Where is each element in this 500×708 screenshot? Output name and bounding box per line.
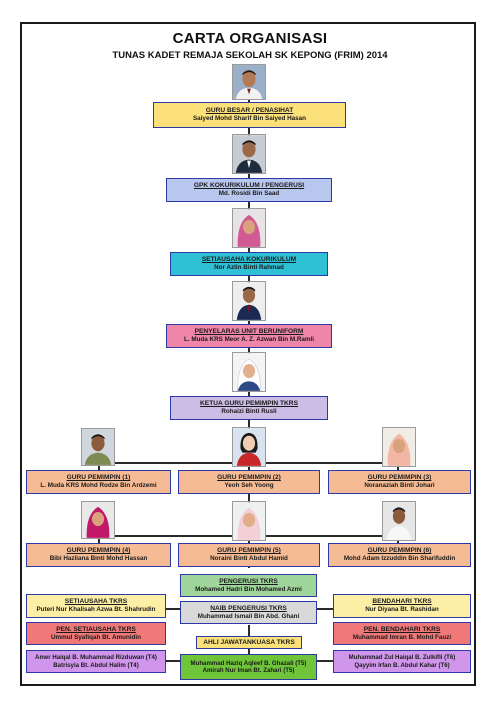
photo-gpk — [232, 134, 266, 174]
photo-gp2 — [232, 427, 266, 467]
photo-gp1 — [81, 428, 115, 466]
name-label: Mohd Adam Izzuddin Bin Sharifuddin — [343, 555, 456, 563]
name-label: Muhammad Ismail Bin Abd. Ghani — [197, 612, 300, 620]
name-label: Noraini Binti Abdul Hamid — [210, 555, 288, 563]
portrait-woman-icon — [233, 353, 265, 391]
connector-naib-bendahari — [317, 608, 333, 610]
role-label: GURU PEMIMPIN (4) — [66, 547, 131, 555]
role-label: PENGERUSI TKRS — [219, 577, 278, 585]
role-label: SETIAUSAHA TKRS — [64, 598, 128, 606]
box-guru-pemimpin-3: GURU PEMIMPIN (3) Noranaziah Binti Johar… — [328, 470, 471, 494]
box-penyelaras: PENYELARAS UNIT BERUNIFORM L. Muda KRS M… — [166, 324, 332, 348]
box-guru-pemimpin-2: GURU PEMIMPIN (2) Yeoh Seh Yoong — [178, 470, 320, 494]
role-label: NAIB PENGERUSI TKRS — [210, 604, 287, 612]
portrait-woman-icon — [82, 502, 114, 538]
role-label: PEN. SETIAUSAHA TKRS — [56, 625, 136, 633]
photo-gp4 — [81, 501, 115, 539]
box-guru-pemimpin-5: GURU PEMIMPIN (5) Noraini Binti Abdul Ha… — [178, 543, 320, 567]
box-pen-setiausaha-tkrs: PEN. SETIAUSAHA TKRS Ummul Syafiqah Bt. … — [26, 622, 166, 645]
connector-ajk-left — [166, 660, 180, 662]
role-label: GURU PEMIMPIN (6) — [367, 547, 432, 555]
member-line: Amirah Nur Iman Bt. Zahari (T5) — [202, 667, 295, 674]
box-setiausaha-tkrs: SETIAUSAHA TKRS Puteri Nur Khalisah Azwa… — [26, 594, 166, 618]
photo-gp6 — [382, 501, 416, 541]
name-label: Ummul Syafiqah Bt. Amunidin — [50, 633, 142, 641]
role-label: GPK KOKURIKULUM / PENGERUSI — [193, 182, 305, 190]
portrait-man-icon — [383, 502, 415, 540]
member-line: Amer Haiqal B. Muhammad Rizduwan (T4) — [35, 654, 157, 662]
name-label: Noranaziah Binti Johari — [364, 482, 435, 490]
role-label: GURU PEMIMPIN (2) — [217, 474, 281, 482]
role-label: GURU BESAR / PENASIHAT — [205, 107, 294, 115]
box-gpk-kokurikulum: GPK KOKURIKULUM / PENGERUSI Md. Rosidi B… — [166, 178, 332, 202]
role-label: SETIAUSAHA KOKURIKULUM — [201, 256, 297, 264]
portrait-woman-icon — [233, 428, 265, 466]
name-label: Nur Diyana Bt. Rashidan — [365, 606, 439, 614]
name-label: Rohaizi Binti Rusli — [221, 408, 277, 416]
portrait-woman-icon — [233, 209, 265, 247]
connector-ajk-right — [317, 660, 333, 662]
role-label: BENDAHARI TKRS — [372, 598, 432, 606]
member-line: Qayyim Irfan B. Abdul Kahar (T6) — [354, 661, 450, 669]
member-line: Batrisyia Bt. Abdul Halim (T4) — [53, 661, 139, 669]
connector-gp4-drop — [98, 535, 100, 543]
portrait-man-icon — [233, 135, 265, 173]
chart-title: CARTA ORGANISASI — [172, 30, 328, 47]
role-label: GURU PEMIMPIN (3) — [367, 474, 432, 482]
box-pen-bendahari-tkrs: PEN. BENDAHARI TKRS Muhammad Imran B. Mo… — [333, 622, 471, 645]
role-label: GURU PEMIMPIN (1) — [66, 474, 131, 482]
role-label: GURU PEMIMPIN (5) — [217, 547, 281, 555]
box-guru-pemimpin-4: GURU PEMIMPIN (4) Bibi Hazliana Binti Mo… — [26, 543, 171, 567]
name-label: Mohamed Hadri Bin Mohamed Azmi — [195, 585, 302, 593]
photo-guru-besar — [232, 64, 266, 100]
photo-setiausaha-kokurikulum — [232, 208, 266, 248]
member-line: Muhammad Zul Haiqal B. Zulkifli (T6) — [348, 654, 456, 662]
name-label: Bibi Hazliana Binti Mohd Hassan — [49, 555, 148, 563]
role-label: PEN. BENDAHARI TKRS — [363, 625, 441, 633]
box-pengerusi-tkrs: PENGERUSI TKRS Mohamed Hadri Bin Mohamed… — [180, 574, 317, 597]
box-bendahari-tkrs: BENDAHARI TKRS Nur Diyana Bt. Rashidan — [333, 594, 471, 618]
photo-ketua-guru-pemimpin — [232, 352, 266, 392]
name-label: Md. Rosidi Bin Saad — [218, 190, 280, 198]
chart-frame — [20, 22, 476, 686]
box-guru-pemimpin-6: GURU PEMIMPIN (6) Mohd Adam Izzuddin Bin… — [328, 543, 471, 567]
portrait-woman-icon — [233, 502, 265, 540]
name-label: L. Muda KRS Meor A. Z. Azwan Bin M.Ramli — [183, 336, 315, 344]
role-label: KETUA GURU PEMIMPIN TKRS — [200, 400, 298, 408]
name-label: Nor Azlin Binti Rahmad — [214, 264, 284, 272]
box-guru-pemimpin-1: GURU PEMIMPIN (1) L. Muda KRS Mohd Rodze… — [26, 470, 171, 494]
box-ajk-t4: Amer Haiqal B. Muhammad Rizduwan (T4) Ba… — [26, 650, 166, 673]
connector-setiausaha-naib — [166, 608, 180, 610]
name-label: Muhammad Imran B. Mohd Fauzi — [352, 633, 452, 641]
name-label: Saiyed Mohd Sharif Bin Saiyed Hasan — [192, 115, 307, 123]
name-label: Yeoh Seh Yoong — [224, 482, 274, 490]
connector-gp1-drop — [98, 462, 100, 470]
photo-penyelaras — [232, 281, 266, 321]
box-setiausaha-kokurikulum: SETIAUSAHA KOKURIKULUM Nor Azlin Binti R… — [170, 252, 328, 276]
portrait-man-icon — [233, 65, 265, 99]
box-naib-pengerusi-tkrs: NAIB PENGERUSI TKRS Muhammad Ismail Bin … — [180, 601, 317, 624]
ajk-label: AHLI JAWATANKUASA TKRS — [203, 638, 295, 646]
role-label: PENYELARAS UNIT BERUNIFORM — [194, 328, 304, 336]
portrait-man-icon — [233, 282, 265, 320]
chart-subtitle: TUNAS KADET REMAJA SEKOLAH SK KEPONG (FR… — [112, 50, 388, 61]
box-guru-besar: GURU BESAR / PENASIHAT Saiyed Mohd Shari… — [153, 102, 346, 128]
box-ajk-t5: Muhammad Haziq Aqleef B. Ghazali (T5) Am… — [180, 654, 317, 680]
member-line: Muhammad Haziq Aqleef B. Ghazali (T5) — [190, 659, 307, 667]
photo-gp3 — [382, 427, 416, 467]
portrait-man-icon — [82, 429, 114, 465]
box-ahli-jawatankuasa: AHLI JAWATANKUASA TKRS — [196, 636, 302, 649]
name-label: Puteri Nur Khalisah Azwa Bt. Shahrudin — [36, 606, 156, 614]
photo-gp5 — [232, 501, 266, 541]
box-ajk-t6: Muhammad Zul Haiqal B. Zulkifli (T6) Qay… — [333, 650, 471, 673]
box-ketua-guru-pemimpin: KETUA GURU PEMIMPIN TKRS Rohaizi Binti R… — [170, 396, 328, 420]
name-label: L. Muda KRS Mohd Rodze Bin Ardzemi — [40, 482, 157, 490]
portrait-woman-icon — [383, 428, 415, 466]
